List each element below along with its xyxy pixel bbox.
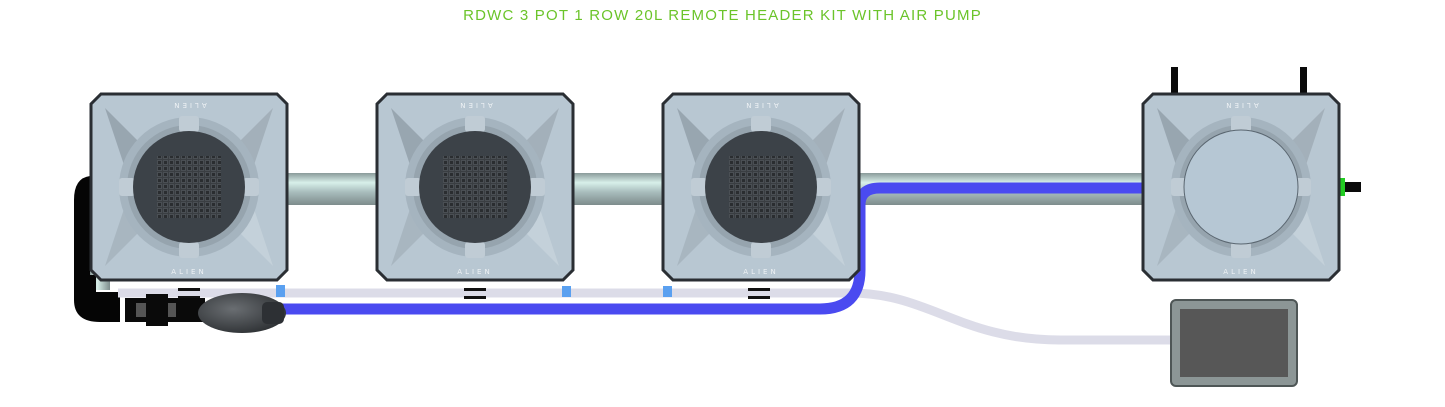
pot-2[interactable]: ALIEN ALIEN — [375, 92, 575, 282]
svg-text:ALIEN: ALIEN — [457, 101, 492, 109]
pot-brand-label: ALIEN — [171, 268, 206, 276]
net-pot-mesh — [443, 156, 507, 218]
inline-valve — [125, 294, 205, 326]
svg-text:ALIEN: ALIEN — [171, 101, 206, 109]
net-pot-mesh — [729, 156, 793, 218]
svg-text:ALIEN: ALIEN — [1223, 101, 1258, 109]
header-fitting-right — [1300, 67, 1307, 95]
drain-clip — [464, 288, 486, 299]
pot-brand-label: ALIEN — [1223, 268, 1258, 276]
page-title: RDWC 3 POT 1 ROW 20L REMOTE HEADER KIT W… — [463, 7, 982, 24]
air-connector — [562, 286, 571, 297]
valve-green — [1337, 178, 1345, 196]
header-fitting-left — [1171, 67, 1178, 95]
net-pot-mesh — [157, 156, 221, 218]
air-line — [118, 288, 1170, 345]
header-lid — [1183, 129, 1299, 245]
drain-clip — [748, 288, 770, 299]
air-connector — [663, 286, 672, 297]
outlet-fitting — [1345, 182, 1361, 192]
pot-3[interactable]: ALIEN ALIEN — [661, 92, 861, 282]
pot-brand-label: ALIEN — [457, 268, 492, 276]
air-pump[interactable] — [1170, 299, 1298, 387]
pipe-elbow — [74, 176, 120, 322]
pot-1[interactable]: ALIEN ALIEN — [89, 92, 289, 282]
svg-text:ALIEN: ALIEN — [743, 101, 778, 109]
air-connector — [276, 285, 285, 297]
pot-brand-label: ALIEN — [743, 268, 778, 276]
drain-clip — [178, 288, 200, 299]
water-pump[interactable] — [198, 293, 286, 333]
header-tank[interactable]: ALIEN ALIEN — [1141, 92, 1341, 282]
